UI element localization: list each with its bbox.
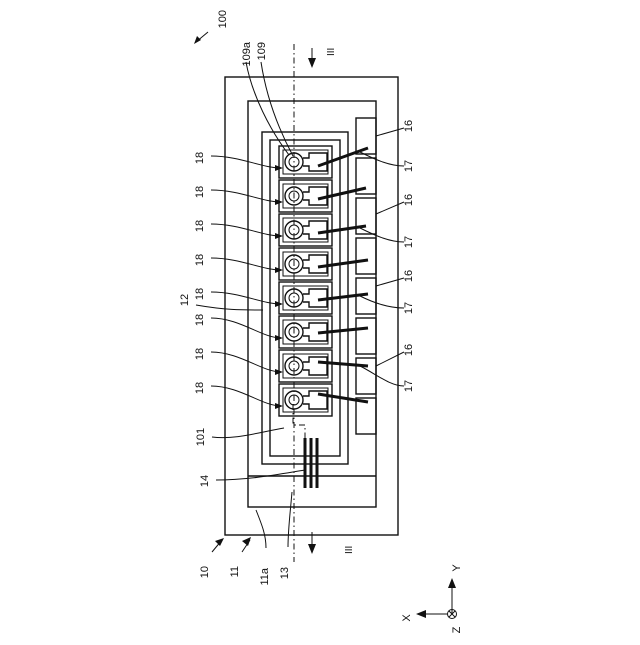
cell-4-outer <box>279 248 332 280</box>
ref-16-1: 16 <box>403 120 415 132</box>
ref-18-2: 18 <box>194 186 206 198</box>
ref-18-7: 18 <box>194 348 206 360</box>
axis-x-arrowhead <box>416 610 426 618</box>
cell-7-electrode <box>303 357 327 375</box>
ref-10: 10 <box>199 566 211 578</box>
wire-17-1 <box>318 148 368 166</box>
ref-18-8: 18 <box>194 382 206 394</box>
axis-y-arrowhead <box>448 578 456 588</box>
pad-16-7 <box>356 358 376 394</box>
cell-group <box>279 146 332 416</box>
axis-y-label: Y <box>451 564 463 572</box>
ref-13-leader <box>288 492 292 547</box>
ref-11-arrowhead <box>242 537 251 546</box>
ref-109: 109 <box>256 42 268 60</box>
ref-18-3: 18 <box>194 220 206 232</box>
ref-14: 14 <box>199 475 211 487</box>
cell-8-outer <box>279 384 332 416</box>
ref-11a: 11a <box>259 567 271 585</box>
ref-16-4: 16 <box>403 344 415 356</box>
wire-17-7 <box>318 362 368 366</box>
wire-17-6 <box>318 328 368 333</box>
wire-group <box>318 148 368 402</box>
cell-2-outer <box>279 180 332 212</box>
section-mark-top: III <box>326 48 337 56</box>
wire-17-5 <box>318 294 368 300</box>
ref-18-4: 18 <box>194 254 206 266</box>
pad-16-8 <box>356 398 376 434</box>
pad-16-4 <box>356 238 376 274</box>
section-arrowhead-top <box>308 58 316 68</box>
cell-7-outer <box>279 350 332 382</box>
ref-16-leader-3 <box>376 278 404 286</box>
ref-100: 100 <box>217 10 229 28</box>
section-mark-bottom: III <box>344 546 355 554</box>
ref-12-leader <box>196 305 263 310</box>
ref-12: 12 <box>179 294 191 306</box>
ref-10-arrowhead <box>215 538 224 546</box>
ref-16-leader-1 <box>376 128 404 136</box>
wire-17-4 <box>318 260 368 267</box>
ref-16-2: 16 <box>403 194 415 206</box>
cell-1-electrode <box>303 153 327 171</box>
ref-109a-leader <box>246 62 289 155</box>
cell-3-outer <box>279 214 332 246</box>
cell-1-outer <box>279 146 332 178</box>
cell-3-electrode <box>303 221 327 239</box>
ref-11a-leader <box>256 510 266 548</box>
ref-17-3: 17 <box>403 302 415 314</box>
cell-2-electrode <box>303 187 327 205</box>
ref-18-6: 18 <box>194 314 206 326</box>
ref-16-leader-4 <box>376 352 404 366</box>
ref-18-5: 18 <box>194 288 206 300</box>
cell-4-electrode <box>303 255 327 273</box>
ref-16-3: 16 <box>403 270 415 282</box>
ref-16-leader-2 <box>376 202 404 214</box>
wire-17-3 <box>318 226 366 233</box>
ref-14-leader <box>216 470 305 480</box>
pad-16-3 <box>356 198 376 234</box>
ref-17-1: 17 <box>403 160 415 172</box>
ref-101: 101 <box>195 428 207 446</box>
ref-100-arrowhead <box>194 36 201 44</box>
section-arrowhead-bottom <box>308 544 316 554</box>
ref-109-leader <box>261 62 293 156</box>
ref-13: 13 <box>279 567 291 579</box>
ref-17-2: 17 <box>403 236 415 248</box>
axis-x-label: X <box>401 614 413 622</box>
ref-18-1: 18 <box>194 152 206 164</box>
pad-16-6 <box>356 318 376 354</box>
ref-109a: 109a <box>241 41 253 66</box>
ref-11: 11 <box>229 566 241 577</box>
pad-group-16 <box>356 118 376 434</box>
ref-17-4: 17 <box>403 380 415 392</box>
axis-z-label: Z <box>451 626 463 633</box>
